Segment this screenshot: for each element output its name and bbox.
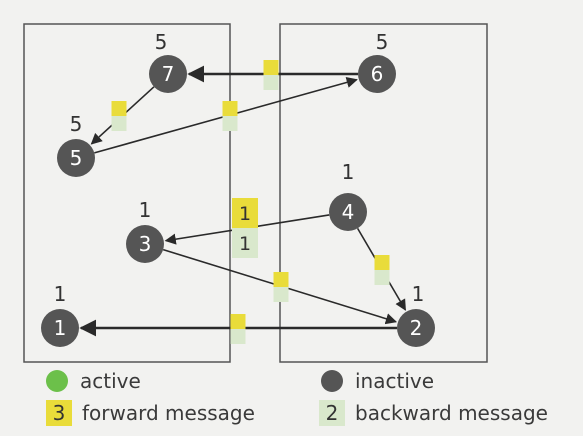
- node-6: 65: [358, 30, 396, 93]
- forward-message-box: [263, 60, 279, 75]
- node-value-label: 5: [376, 30, 389, 54]
- node-circle: [329, 193, 367, 231]
- backward-message-box: [222, 116, 238, 131]
- backward-message-box: [111, 116, 127, 131]
- node-circle: [57, 139, 95, 177]
- message-pair-2-1: [230, 314, 246, 344]
- node-3: 31: [126, 198, 164, 263]
- node-4: 41: [329, 160, 367, 231]
- node-circle: [358, 55, 396, 93]
- message-pair-3-2: [273, 272, 289, 302]
- backward-message-box: [273, 287, 289, 302]
- forward-message-box: [374, 255, 390, 270]
- forward-message-box: [111, 101, 127, 116]
- legend-forward-label: forward message: [82, 401, 255, 425]
- node-id-label: 4: [342, 200, 355, 224]
- node-circle: [126, 225, 164, 263]
- legend-inactive: inactive: [321, 369, 434, 393]
- forward-message-value: 1: [239, 203, 251, 225]
- node-value-label: 5: [70, 112, 83, 136]
- node-value-label: 1: [54, 282, 67, 306]
- node-value-label: 5: [155, 30, 168, 54]
- node-circle: [149, 55, 187, 93]
- backward-message-box: [230, 329, 246, 344]
- node-id-label: 1: [54, 316, 67, 340]
- legend-backward: 2 backward message: [319, 400, 548, 426]
- legend-backward-label: backward message: [355, 401, 548, 425]
- message-pair-4-2: [374, 255, 390, 285]
- legend-active-label: active: [80, 369, 141, 393]
- message-pair-6-7: [263, 60, 279, 90]
- legend-forward: 3 forward message: [46, 400, 255, 426]
- node-id-label: 6: [371, 62, 384, 86]
- message-pair-5-6: [222, 101, 238, 131]
- forward-message-box: [273, 272, 289, 287]
- message-pair-4-3: 11: [232, 198, 258, 258]
- legend-active: active: [46, 369, 141, 393]
- node-value-label: 1: [412, 282, 425, 306]
- active-swatch-icon: [46, 370, 68, 392]
- backward-message-box: [374, 270, 390, 285]
- node-5: 55: [57, 112, 95, 177]
- forward-message-box: [230, 314, 246, 329]
- node-circle: [41, 309, 79, 347]
- node-value-label: 1: [342, 160, 355, 184]
- backward-message-value: 1: [239, 233, 251, 255]
- node-id-label: 5: [70, 146, 83, 170]
- node-id-label: 3: [139, 232, 152, 256]
- forward-message-box: [232, 198, 258, 228]
- backward-message-box: [232, 228, 258, 258]
- backward-message-box: [263, 75, 279, 90]
- forward-swatch: 3: [46, 400, 72, 426]
- partition-right: [279, 23, 488, 363]
- partition-left: [23, 23, 231, 363]
- node-id-label: 7: [162, 62, 175, 86]
- message-pair-7-5: [111, 101, 127, 131]
- node-value-label: 1: [139, 198, 152, 222]
- message-boxes-layer: 11: [111, 60, 390, 344]
- node-id-label: 2: [410, 316, 423, 340]
- backward-swatch: 2: [319, 400, 345, 426]
- inactive-swatch-icon: [321, 370, 343, 392]
- forward-message-box: [222, 101, 238, 116]
- legend-inactive-label: inactive: [355, 369, 435, 393]
- node-1: 11: [41, 282, 79, 347]
- node-circle: [397, 309, 435, 347]
- node-7: 75: [149, 30, 187, 93]
- node-2: 21: [397, 282, 435, 347]
